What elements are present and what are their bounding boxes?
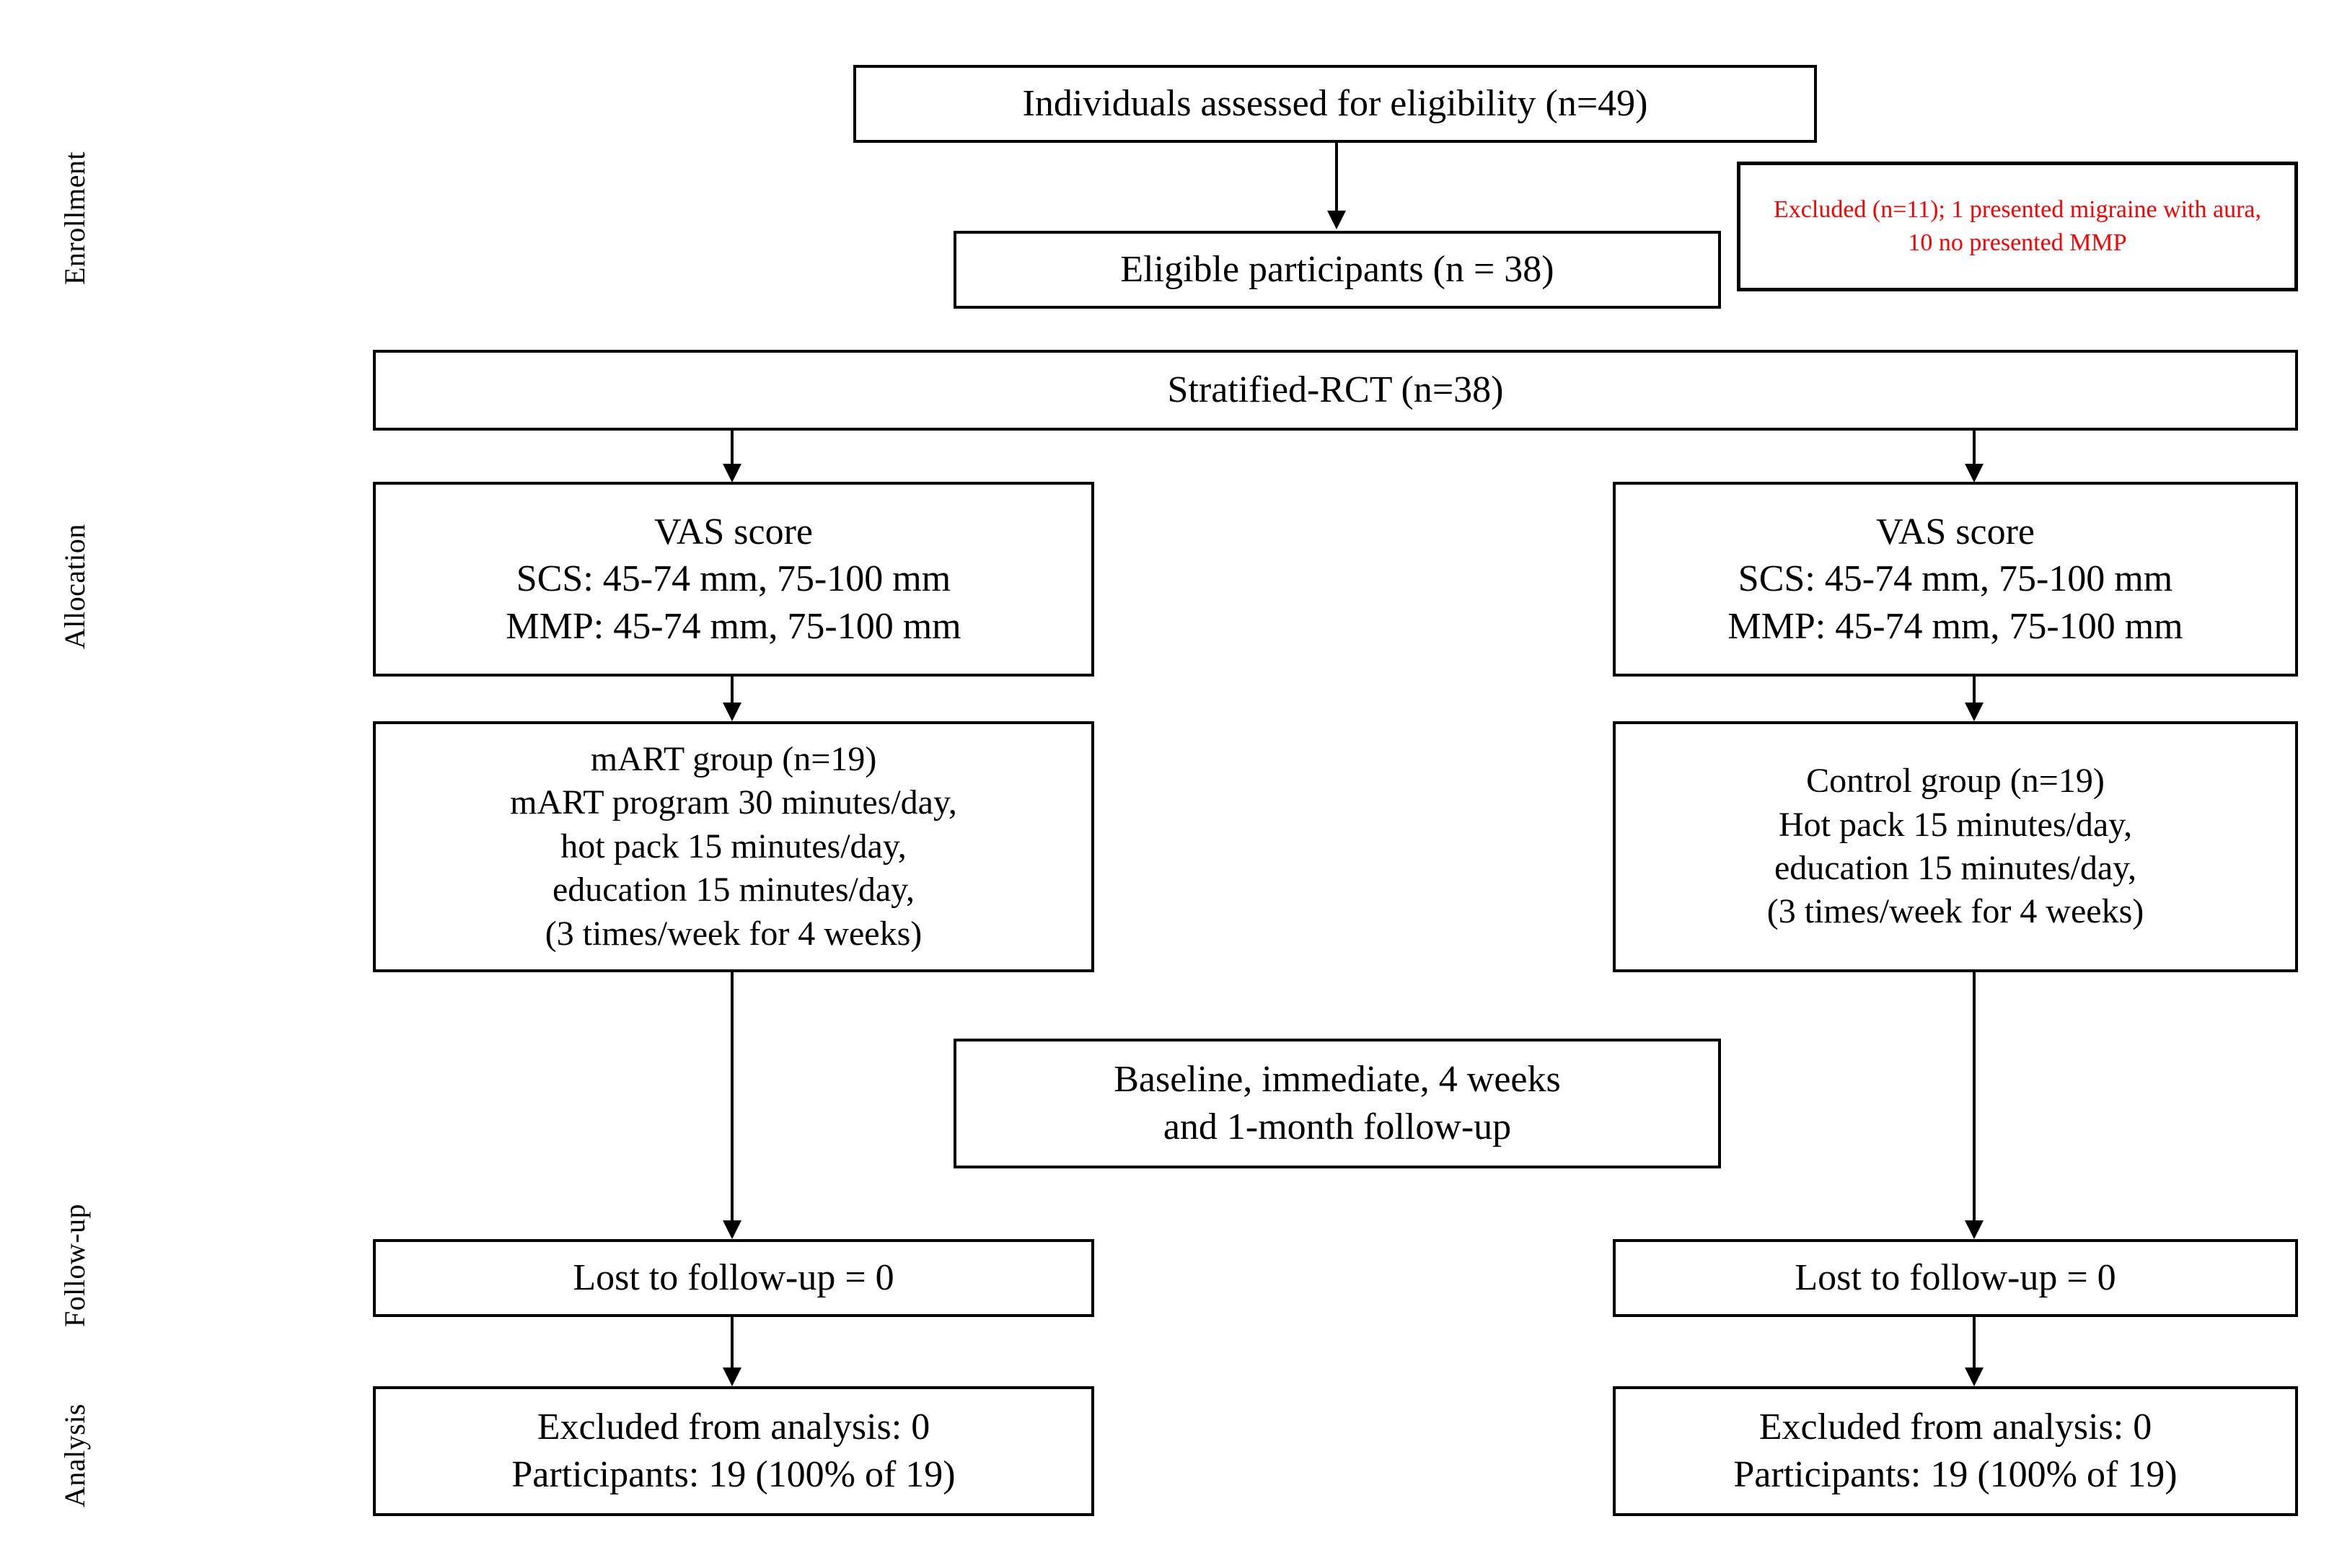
node-mart-group-line-1: mART group (n=19) bbox=[590, 739, 877, 778]
arrow-assessed-to-eligible bbox=[1326, 143, 1347, 229]
node-control-group-line-3: education 15 minutes/day, bbox=[1774, 849, 2137, 887]
node-mart-group-line-3: hot pack 15 minutes/day, bbox=[560, 827, 907, 866]
node-analysis-right: Excluded from analysis: 0 Participants: … bbox=[1613, 1386, 2298, 1516]
node-analysis-left: Excluded from analysis: 0 Participants: … bbox=[373, 1386, 1094, 1516]
arrow-rct-to-vas-right bbox=[1963, 431, 1985, 483]
node-excluded-note-line-1: Excluded (n=11); 1 presented migraine wi… bbox=[1774, 195, 2261, 256]
node-control-group-line-1: Control group (n=19) bbox=[1806, 762, 2105, 801]
stage-label-analysis: Analysis bbox=[58, 1404, 91, 1507]
node-vas-score-right-line-2: SCS: 45-74 mm, 75-100 mm bbox=[1738, 558, 2173, 600]
node-assessment-timepoints: Baseline, immediate, 4 weeks and 1-month… bbox=[954, 1039, 1721, 1168]
node-stratified-rct-line-1: Stratified-RCT (n=38) bbox=[1167, 369, 1504, 411]
arrow-lost-right-to-analysis-right bbox=[1963, 1317, 1985, 1386]
node-individuals-assessed-line-1: Individuals assessed for eligibility (n=… bbox=[1022, 83, 1648, 125]
node-vas-score-left-line-1: VAS score bbox=[653, 511, 814, 552]
node-control-group-line-4: (3 times/week for 4 weeks) bbox=[1766, 892, 2144, 931]
node-vas-score-left-line-3: MMP: 45-74 mm, 75-100 mm bbox=[506, 605, 961, 647]
node-vas-score-right-line-3: MMP: 45-74 mm, 75-100 mm bbox=[1727, 605, 2183, 647]
node-analysis-left-line-1: Excluded from analysis: 0 bbox=[537, 1406, 930, 1448]
node-mart-group-line-5: (3 times/week for 4 weeks) bbox=[545, 914, 923, 953]
stage-label-allocation: Allocation bbox=[58, 524, 91, 649]
node-analysis-right-line-1: Excluded from analysis: 0 bbox=[1758, 1406, 2152, 1448]
node-eligible-participants-line-1: Eligible participants (n = 38) bbox=[1120, 249, 1554, 291]
arrow-vas-right-to-control bbox=[1963, 677, 1985, 721]
stage-label-enrollment: Enrollment bbox=[58, 151, 91, 285]
node-control-group: Control group (n=19) Hot pack 15 minutes… bbox=[1613, 721, 2298, 972]
node-eligible-participants: Eligible participants (n = 38) bbox=[954, 231, 1721, 309]
node-excluded-note: Excluded (n=11); 1 presented migraine wi… bbox=[1737, 162, 2298, 291]
node-vas-score-left-line-2: SCS: 45-74 mm, 75-100 mm bbox=[516, 558, 951, 600]
arrow-lost-left-to-analysis-left bbox=[721, 1317, 743, 1386]
node-vas-score-right: VAS score SCS: 45-74 mm, 75-100 mm MMP: … bbox=[1613, 482, 2298, 677]
node-mart-group: mART group (n=19) mART program 30 minute… bbox=[373, 721, 1094, 972]
node-assessment-timepoints-line-2: and 1-month follow-up bbox=[1163, 1106, 1512, 1148]
node-vas-score-left: VAS score SCS: 45-74 mm, 75-100 mm MMP: … bbox=[373, 482, 1094, 677]
node-mart-group-line-4: education 15 minutes/day, bbox=[552, 871, 915, 909]
node-stratified-rct: Stratified-RCT (n=38) bbox=[373, 350, 2298, 431]
arrow-rct-to-vas-left bbox=[721, 431, 743, 483]
node-lost-followup-left-line-1: Lost to follow-up = 0 bbox=[573, 1257, 894, 1299]
node-individuals-assessed: Individuals assessed for eligibility (n=… bbox=[853, 65, 1817, 143]
node-vas-score-right-line-1: VAS score bbox=[1875, 511, 2035, 552]
node-analysis-left-line-2: Participants: 19 (100% of 19) bbox=[511, 1454, 956, 1495]
node-control-group-line-2: Hot pack 15 minutes/day, bbox=[1778, 805, 2133, 844]
arrow-vas-left-to-mart bbox=[721, 677, 743, 721]
node-mart-group-line-2: mART program 30 minutes/day, bbox=[510, 783, 957, 822]
node-assessment-timepoints-line-1: Baseline, immediate, 4 weeks bbox=[1114, 1059, 1561, 1101]
stage-label-followup: Follow-up bbox=[58, 1203, 91, 1327]
arrow-mart-to-lost-left bbox=[721, 972, 743, 1239]
arrow-control-to-lost-right bbox=[1963, 972, 1985, 1239]
node-analysis-right-line-2: Participants: 19 (100% of 19) bbox=[1733, 1454, 2178, 1495]
node-lost-followup-right-line-1: Lost to follow-up = 0 bbox=[1795, 1257, 2116, 1299]
node-lost-followup-left: Lost to follow-up = 0 bbox=[373, 1239, 1094, 1317]
node-lost-followup-right: Lost to follow-up = 0 bbox=[1613, 1239, 2298, 1317]
